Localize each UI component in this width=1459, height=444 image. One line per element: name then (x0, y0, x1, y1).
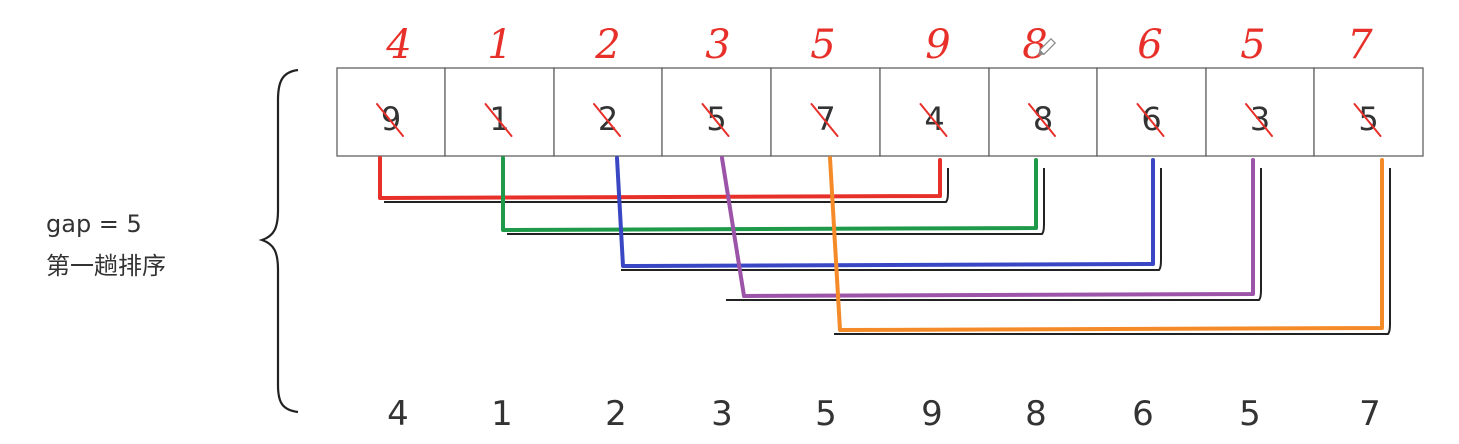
array-cell (1313, 67, 1424, 157)
pass-label: 第一趟排序 (46, 252, 166, 280)
left-brace (258, 68, 299, 414)
array-cell (1205, 67, 1315, 157)
handwritten-value: 6 (1137, 22, 1162, 68)
handwritten-value: 2 (594, 22, 620, 68)
cell-value: 6 (1141, 100, 1161, 138)
result-value: 2 (605, 394, 627, 434)
result-value: 7 (1359, 394, 1381, 434)
handwritten-value: 9 (925, 22, 950, 68)
result-values: 4 1 2 3 5 9 8 6 5 7 (387, 394, 1381, 434)
group-4-shadow (726, 168, 1262, 301)
array-cell (879, 67, 990, 157)
handwritten-value: 8 (1022, 22, 1047, 68)
strike-mark (376, 103, 404, 137)
array-cell (661, 67, 772, 157)
result-value: 6 (1132, 394, 1154, 434)
strike-mark (810, 103, 839, 137)
pencil-icon (1038, 37, 1057, 56)
handwritten-value: 7 (1347, 22, 1373, 68)
strike-mark (1136, 103, 1165, 137)
array-cell (336, 67, 446, 157)
strike-mark (1245, 103, 1273, 137)
cell-value: 2 (598, 100, 618, 138)
group-2-shadow (507, 168, 1045, 235)
handwritten-value: 5 (810, 22, 835, 68)
connector-shadows (384, 168, 1391, 335)
cell-value: 8 (1033, 100, 1053, 138)
group-5-connector (828, 156, 1384, 332)
cell-value: 5 (1358, 100, 1378, 138)
handwritten-value: 5 (1240, 22, 1265, 68)
cell-value: 5 (706, 100, 726, 138)
strike-mark (1353, 103, 1382, 137)
result-value: 8 (1025, 394, 1047, 434)
group-1-shadow (384, 168, 949, 203)
cell-value: 4 (924, 100, 944, 138)
result-value: 5 (1239, 394, 1261, 434)
strike-mark (919, 103, 948, 137)
handwritten-values: 4 1 2 3 5 9 8 6 5 7 (385, 22, 1373, 68)
group-5-shadow (834, 168, 1391, 335)
array-cell (444, 67, 555, 157)
group-1-connector (378, 156, 942, 200)
result-value: 3 (711, 394, 733, 434)
result-value: 4 (387, 394, 409, 434)
cell-value: 7 (815, 100, 835, 138)
group-2-connector (501, 156, 1038, 232)
group-3-shadow (621, 168, 1162, 271)
gap-groups (378, 156, 1384, 332)
group-3-connector (615, 156, 1155, 268)
handwritten-value: 4 (385, 22, 411, 68)
array-cell (770, 67, 881, 157)
result-value: 5 (815, 394, 837, 434)
cell-value: 9 (381, 100, 401, 138)
array-cells: 9 1 2 5 7 4 8 6 3 5 (336, 67, 1424, 157)
handwritten-value: 3 (705, 22, 730, 68)
array-cell (553, 67, 663, 157)
strike-mark (593, 103, 621, 137)
cell-value: 3 (1250, 100, 1270, 138)
array-cell (988, 67, 1098, 157)
strike-mark (484, 103, 513, 137)
result-value: 9 (921, 394, 943, 434)
handwritten-value: 1 (487, 22, 512, 68)
result-value: 1 (491, 394, 513, 434)
cell-value: 1 (489, 100, 509, 138)
gap-label: gap = 5 (46, 210, 142, 238)
strike-mark (1028, 103, 1056, 137)
strike-mark (701, 103, 730, 137)
group-4-connector (720, 156, 1255, 298)
